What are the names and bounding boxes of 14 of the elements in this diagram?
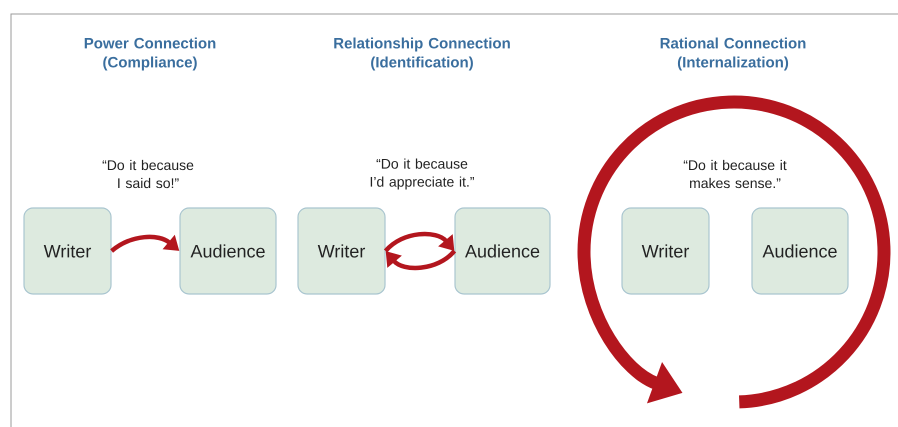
curved-arrow [384,232,454,253]
process-box: Audience [179,207,277,295]
column-heading: Power Connection (Compliance) [84,38,216,70]
process-box: Audience [454,207,551,295]
column-heading: Relationship Connection (Identification) [334,38,510,70]
process-box: Writer [621,207,710,295]
quote-text: “Do it because I said so!” [102,160,194,188]
column-heading: Rational Connection (Internalization) [660,38,806,70]
process-box: Writer [297,207,386,295]
curved-arrow [386,249,456,270]
process-box: Audience [751,207,849,295]
quote-text: “Do it because it makes sense.” [684,160,787,188]
process-box: Writer [23,207,112,295]
quote-text: “Do it because I’d appreciate it.” [370,158,474,190]
